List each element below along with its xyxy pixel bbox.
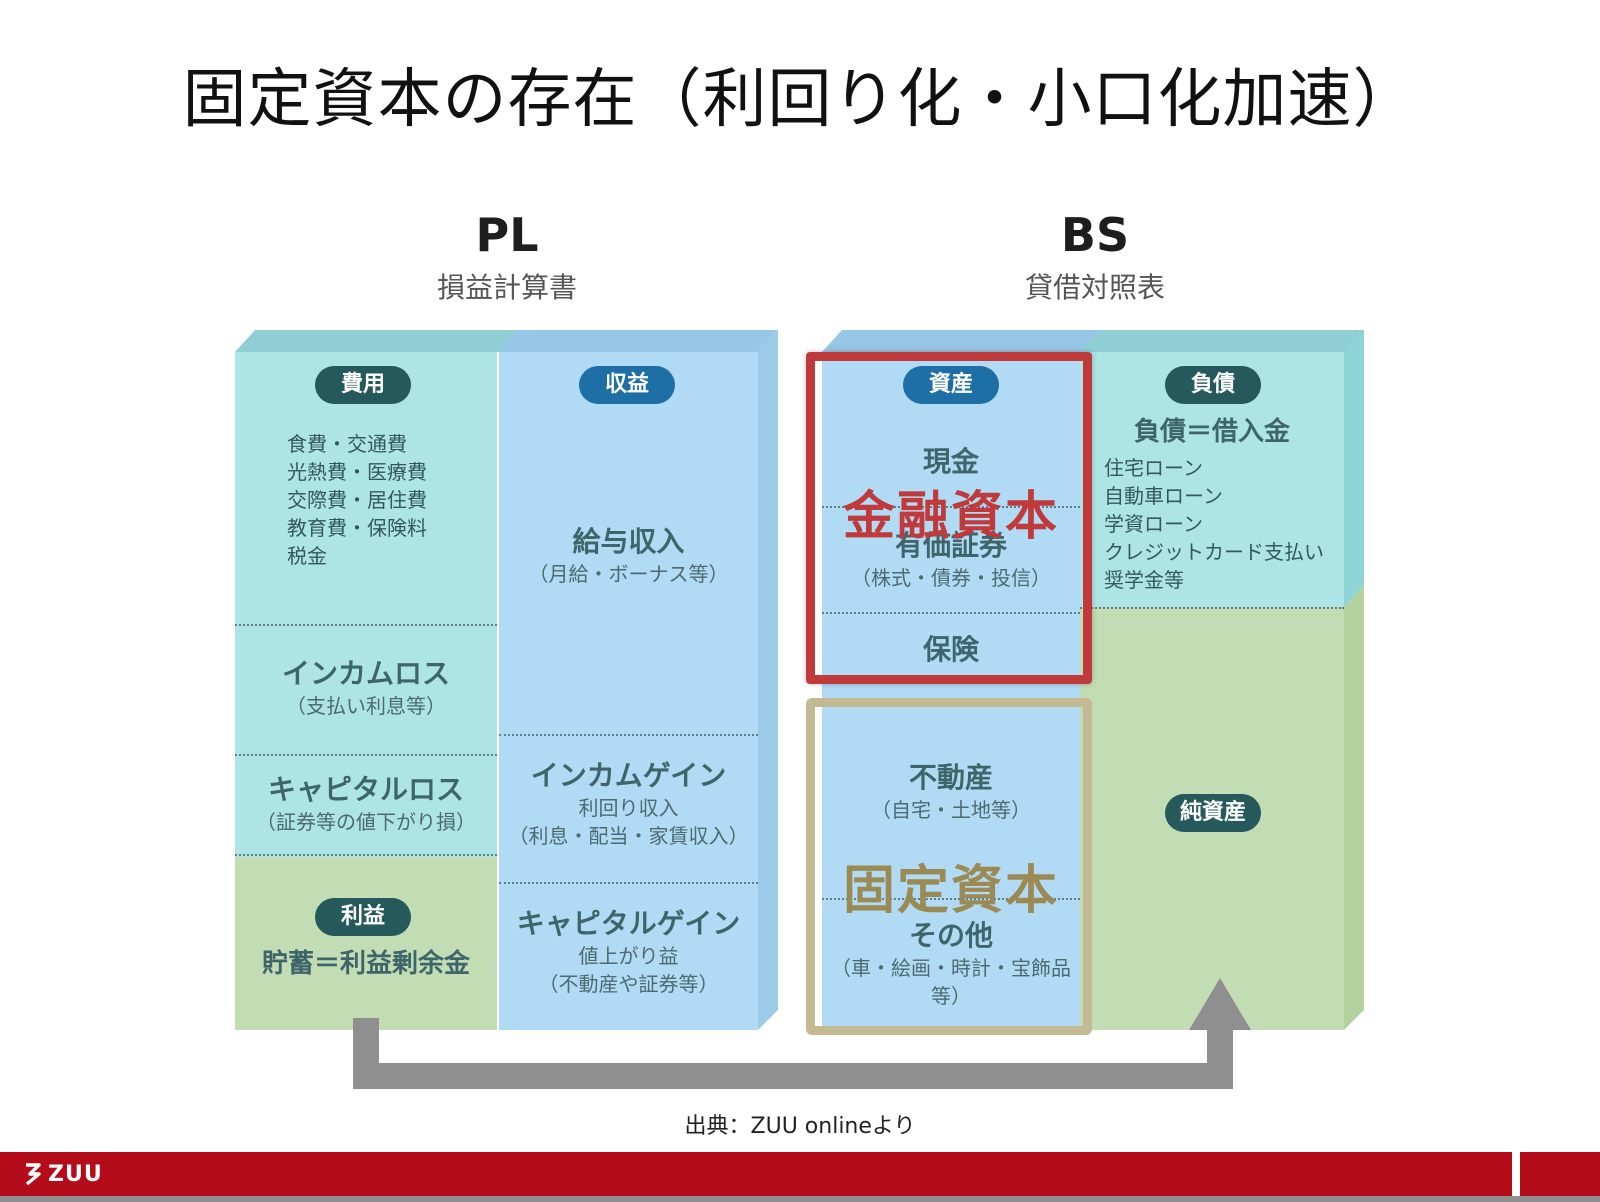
liability-main: 負債＝借入金 (1080, 414, 1344, 450)
cash-label: 現金 (922, 445, 979, 478)
financial-capital-frame (806, 352, 1092, 684)
asset-badge: 資産 (903, 366, 999, 404)
income-gain-note2: （利息・配当・家賃収入） (508, 824, 749, 848)
fixed-capital-label: 固定資本 (842, 861, 1059, 921)
divider (235, 754, 497, 756)
pl-side-face (758, 330, 778, 1030)
income-loss-note: （支払い利息等） (286, 694, 446, 718)
capital-gain-note1: 値上がり益 (578, 944, 679, 968)
pl-heading: PL (475, 208, 539, 262)
list-item: 奨学金等 (1104, 568, 1184, 592)
footer-bar: ZUU (0, 1152, 1600, 1196)
salary-note: （月給・ボーナス等） (528, 562, 729, 586)
cash: 現金 (822, 444, 1080, 480)
liability-list: 住宅ローン 自動車ローン 学資ローン クレジットカード支払い 奨学金等 (1104, 454, 1324, 594)
bs-subheading: 貸借対照表 (1024, 271, 1165, 304)
income-gain: インカムゲイン 利回り収入 （利息・配当・家賃収入） (499, 758, 758, 850)
pl-header: PL 損益計算書 (372, 210, 642, 306)
capital-gain-label: キャピタルゲイン (516, 907, 741, 940)
salary: 給与収入 （月給・ボーナス等） (499, 524, 758, 588)
pl-subheading: 損益計算書 (436, 271, 577, 304)
profit-text-box: 貯蓄＝利益剰余金 (235, 946, 497, 982)
salary-label: 給与収入 (572, 525, 685, 558)
insurance-label: 保険 (922, 633, 979, 666)
bs-liability-top-face (1080, 330, 1364, 352)
pl-profit-area (235, 857, 497, 1030)
divider (822, 898, 1080, 900)
capital-loss: キャピタルロス （証券等の値下がり損） (235, 772, 497, 836)
pl-revenue-top-face (497, 330, 778, 352)
financial-capital-label: 金融資本 (842, 487, 1059, 547)
list-item: 学資ローン (1104, 512, 1203, 536)
list-item: クレジットカード支払い (1104, 540, 1324, 564)
profit-badge: 利益 (315, 898, 411, 936)
flow-arrow-line (353, 1018, 1233, 1089)
bs-net-side-face (1344, 585, 1364, 1030)
divider (822, 612, 1080, 614)
revenue-badge: 収益 (579, 366, 675, 404)
bs-heading: BS (1060, 208, 1130, 262)
divider (822, 506, 1080, 508)
capital-loss-label: キャピタルロス (267, 773, 464, 806)
fixed-capital-frame (806, 698, 1092, 1035)
income-gain-label: インカムゲイン (530, 759, 727, 792)
insurance: 保険 (822, 632, 1080, 668)
block-3d-faces (235, 330, 1364, 1030)
list-item: 光熱費・医療費 (287, 460, 427, 484)
page-title: 固定資本の存在（利回り化・小口化加速） (182, 63, 1418, 137)
footer-bottom-strip (0, 1196, 1600, 1202)
pl-expense-column (235, 352, 497, 857)
pl-expense-top-face (235, 330, 517, 352)
flow-arrow (353, 978, 1251, 1089)
footer-logo: ZUU (24, 1160, 103, 1188)
income-loss: インカムロス （支払い利息等） (235, 656, 497, 720)
other-assets-note: （車・絵画・時計・宝飾品等） (831, 956, 1071, 1008)
flow-arrow-head (1189, 978, 1251, 1030)
list-item: 教育費・保険料 (287, 516, 427, 540)
zuu-logo-icon (25, 1163, 41, 1186)
bs-asset-column (822, 352, 1080, 1030)
bs-header: BS 貸借対照表 (960, 210, 1230, 306)
securities-label: 有価証券 (894, 529, 1007, 562)
liability-badge: 負債 (1165, 366, 1261, 404)
securities-note: （株式・債券・投信） (851, 566, 1051, 590)
list-item: 自動車ローン (1104, 484, 1223, 508)
divider (1080, 607, 1344, 609)
liability-main-label: 負債＝借入金 (1133, 417, 1290, 447)
list-item: 住宅ローン (1104, 456, 1203, 480)
footer-divider (1512, 1152, 1520, 1196)
real-estate: 不動産 （自宅・土地等） (822, 760, 1080, 824)
capital-loss-note: （証券等の値下がり損） (256, 810, 476, 834)
source-caption: 出典：ZUU onlineより (684, 1114, 916, 1139)
bs-liability-side-face (1344, 330, 1364, 607)
divider (235, 854, 497, 856)
pl-revenue-column (499, 352, 758, 1030)
capital-gain-note2: （不動産や証券等） (538, 972, 719, 996)
expense-badge: 費用 (315, 366, 411, 404)
net-assets-badge: 純資産 (1165, 794, 1261, 832)
list-item: 税金 (287, 544, 327, 568)
other-assets: その他 （車・絵画・時計・宝飾品等） (822, 918, 1080, 1010)
real-estate-note: （自宅・土地等） (871, 798, 1031, 822)
securities: 有価証券 （株式・債券・投信） (822, 528, 1080, 592)
income-gain-note1: 利回り収入 (578, 796, 679, 820)
footer-logo-text: ZUU (48, 1161, 103, 1187)
bs-asset-top-face (822, 330, 1100, 352)
capital-gain: キャピタルゲイン 値上がり益 （不動産や証券等） (499, 906, 758, 998)
real-estate-label: 不動産 (908, 761, 993, 794)
list-item: 交際費・居住費 (287, 488, 427, 512)
divider (235, 624, 497, 626)
profit-text: 貯蓄＝利益剰余金 (261, 949, 470, 979)
divider (499, 734, 758, 736)
expense-list: 食費・交通費 光熱費・医療費 交際費・居住費 教育費・保険料 税金 (287, 430, 427, 570)
divider (499, 882, 758, 884)
income-loss-label: インカムロス (281, 657, 450, 690)
other-assets-label: その他 (908, 919, 993, 952)
list-item: 食費・交通費 (287, 432, 407, 456)
